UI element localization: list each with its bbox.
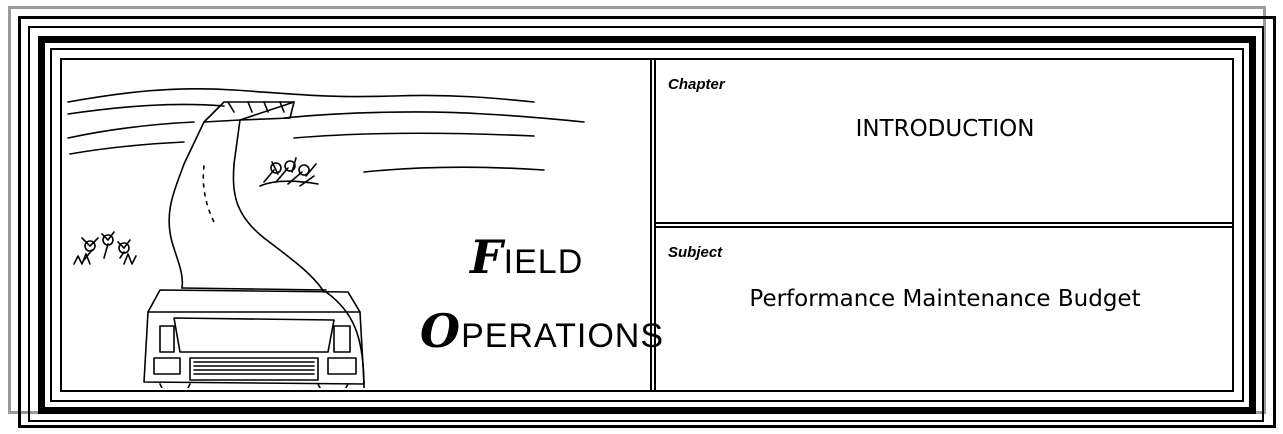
chapter-label: Chapter bbox=[668, 76, 725, 93]
inner-frame bbox=[50, 48, 1244, 402]
logo-initial-f: F bbox=[470, 230, 504, 284]
row-divider bbox=[656, 222, 1234, 228]
subject-label: Subject bbox=[668, 244, 723, 261]
logo-line-field: FIELD bbox=[470, 230, 583, 284]
header-table bbox=[60, 58, 1234, 392]
logo-initial-o: O bbox=[420, 304, 462, 358]
chapter-value: INTRODUCTION bbox=[855, 116, 1035, 142]
logo-text-perations: PERATIONS bbox=[461, 317, 665, 355]
thick-frame bbox=[38, 36, 1256, 414]
logo-text-ield: IELD bbox=[503, 243, 584, 281]
logo-line-operations: OPERATIONS bbox=[420, 304, 664, 358]
middle-frame bbox=[28, 26, 1264, 422]
subject-value: Performance Maintenance Budget bbox=[749, 286, 1141, 312]
column-divider bbox=[650, 58, 656, 392]
road-truck-illustration bbox=[67, 87, 585, 388]
shadow-frame bbox=[18, 16, 1276, 428]
